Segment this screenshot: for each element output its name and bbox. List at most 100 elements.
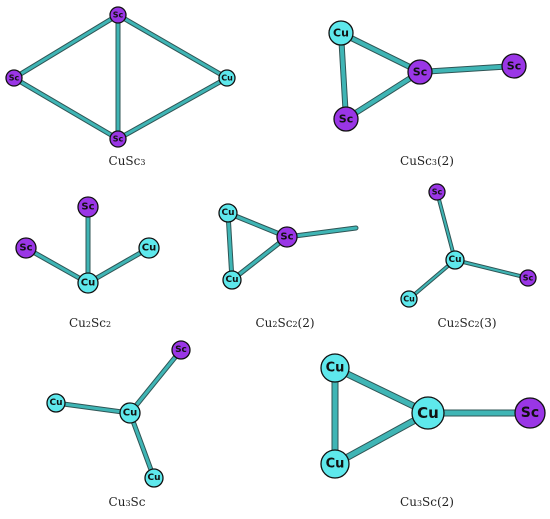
bond xyxy=(85,245,152,286)
atom-label: Sc xyxy=(523,274,534,283)
cu-atom: Cu xyxy=(144,468,164,488)
bond-core xyxy=(454,259,529,279)
atom-label: Cu xyxy=(326,361,345,376)
atom-label: Cu xyxy=(417,404,439,422)
atom-label: Sc xyxy=(432,188,443,197)
cu-atom: Cu xyxy=(119,402,141,424)
cu-atom: Cu xyxy=(400,290,418,308)
atom-label: Cu xyxy=(123,408,137,419)
bond-core xyxy=(436,191,456,261)
bond-core xyxy=(344,70,422,121)
bond xyxy=(338,30,423,75)
sc-atom: Sc xyxy=(501,53,527,79)
sc-atom: Sc xyxy=(276,226,298,248)
bond-core xyxy=(408,259,456,300)
cluster-caption: Cu3Sc(2) xyxy=(400,495,454,509)
atom-sphere xyxy=(320,449,350,479)
cluster-caption: Cu2Sc2(2) xyxy=(255,316,314,330)
sc-atom: Sc xyxy=(333,106,359,132)
atom-sphere xyxy=(320,353,350,383)
bond-core xyxy=(285,226,358,239)
bond-core xyxy=(12,76,120,141)
bond xyxy=(284,225,359,240)
atom-sphere xyxy=(328,20,354,46)
cluster-caption: Cu3Sc xyxy=(109,495,146,509)
sc-atom: Sc xyxy=(171,340,191,360)
bond-core xyxy=(24,246,90,285)
atom-label: Sc xyxy=(175,345,187,355)
cu-atom: Cu xyxy=(222,270,242,290)
bond-core xyxy=(339,31,348,121)
atom-label: Cu xyxy=(403,295,415,304)
bond-core xyxy=(339,31,422,74)
atom-label: Sc xyxy=(19,243,32,254)
atom-label: Sc xyxy=(521,405,539,421)
bond xyxy=(11,75,121,142)
bond xyxy=(127,347,184,416)
cu-atom: Cu xyxy=(320,353,350,383)
atom-sphere xyxy=(445,250,465,270)
cluster-caption: CuSc3 xyxy=(109,154,146,168)
bond xyxy=(115,75,230,142)
bond xyxy=(225,210,235,283)
atom-sphere xyxy=(144,468,164,488)
bond-core xyxy=(86,246,151,285)
bond xyxy=(115,12,230,81)
sc-atom: Sc xyxy=(77,196,99,218)
bond xyxy=(417,63,517,75)
bond xyxy=(127,410,157,481)
cu-atom: Cu xyxy=(445,250,465,270)
sc-atom: Sc xyxy=(109,130,127,148)
cu-atom: Cu xyxy=(328,20,354,46)
atom-sphere xyxy=(428,183,446,201)
sc-atom: Sc xyxy=(407,59,433,85)
sc-atom: Sc xyxy=(519,269,537,287)
bond-core xyxy=(54,401,132,415)
bond xyxy=(11,12,121,81)
atom-label: Cu xyxy=(147,473,160,483)
sc-atom: Sc xyxy=(5,69,23,87)
bond-core xyxy=(128,411,156,480)
cu-atom: Cu xyxy=(218,203,238,223)
atom-label: Cu xyxy=(448,255,461,265)
atom-label: Cu xyxy=(221,74,233,83)
atom-sphere xyxy=(501,53,527,79)
bond xyxy=(407,258,457,301)
atom-label: Sc xyxy=(339,113,353,126)
atom-sphere xyxy=(333,106,359,132)
atom-sphere xyxy=(138,237,160,259)
atom-sphere xyxy=(109,6,127,24)
atom-sphere xyxy=(514,397,546,429)
bond-core xyxy=(116,13,229,80)
atom-sphere xyxy=(171,340,191,360)
cu-atom: Cu xyxy=(138,237,160,259)
bond-core xyxy=(418,64,516,74)
sc-atom: Sc xyxy=(15,237,37,259)
atom-sphere xyxy=(276,226,298,248)
sc-atom: Sc xyxy=(109,6,127,24)
bond-core xyxy=(116,76,229,141)
cu-atom: Cu xyxy=(46,393,66,413)
bond xyxy=(53,400,133,416)
bond xyxy=(23,245,91,286)
bond xyxy=(435,190,457,262)
atom-sphere xyxy=(407,59,433,85)
bond-core xyxy=(332,410,431,467)
bond-core xyxy=(230,235,289,282)
atom-sphere xyxy=(218,69,236,87)
atom-sphere xyxy=(109,130,127,148)
cu-atom: Cu xyxy=(320,449,350,479)
atom-label: Cu xyxy=(333,27,349,40)
atom-sphere xyxy=(519,269,537,287)
bond-core xyxy=(128,348,183,415)
atom-sphere xyxy=(15,237,37,259)
atom-label: Cu xyxy=(142,243,156,254)
atom-label: Sc xyxy=(113,11,124,20)
atom-sphere xyxy=(46,393,66,413)
atom-sphere xyxy=(400,290,418,308)
